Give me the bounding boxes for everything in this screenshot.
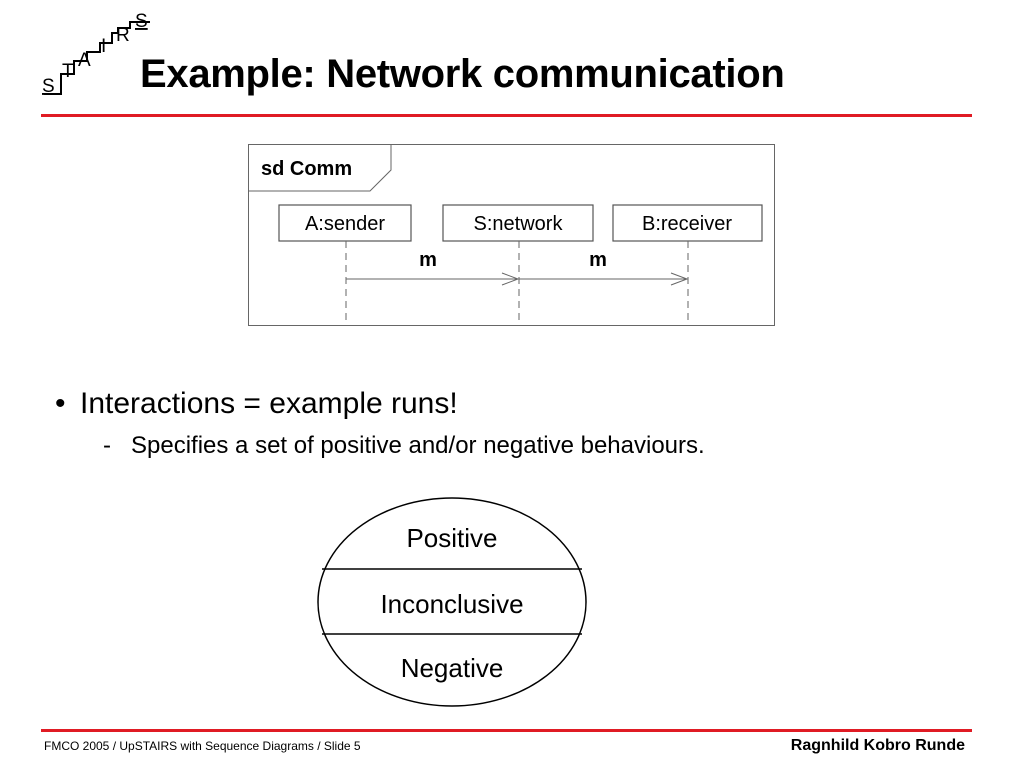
- bullet-dot: •: [55, 387, 66, 420]
- bullet-list: • Interactions = example runs! - Specifi…: [55, 384, 705, 461]
- bullet-item: • Interactions = example runs!: [55, 384, 705, 424]
- logo-letter-t: T: [62, 61, 74, 82]
- message-arrowhead-2: [670, 272, 689, 286]
- logo-letter-r: R: [116, 25, 130, 46]
- sd-frame-label-pentagon: [248, 144, 392, 192]
- footer-author: Ragnhild Kobro Runde: [790, 737, 965, 754]
- staircase-line: [44, 21, 150, 95]
- sequence-diagram: sd Comm A:sender S:network B:receiver m …: [248, 144, 775, 326]
- message-label-1: m: [419, 249, 437, 271]
- lifeline-head-receiver: [612, 204, 763, 242]
- region-positive: Positive: [406, 523, 497, 553]
- logo-letter-i: I: [101, 36, 106, 57]
- lifeline-label-network: S:network: [474, 213, 564, 235]
- title-divider: [41, 114, 972, 117]
- ellipse-outline: [317, 497, 587, 707]
- lifeline-label-receiver: B:receiver: [642, 213, 732, 235]
- lifeline-head-network: [442, 204, 594, 242]
- region-inconclusive: Inconclusive: [380, 589, 523, 619]
- sub-bullet-dash: -: [103, 432, 111, 459]
- lifeline-head-sender: [278, 204, 412, 242]
- message-arrowhead-1: [501, 272, 520, 286]
- logo-letter-s1: S: [42, 76, 55, 97]
- message-label-2: m: [589, 249, 607, 271]
- region-negative: Negative: [401, 653, 504, 683]
- stairs-logo: S T A I R S: [42, 11, 150, 97]
- sub-bullet-item: - Specifies a set of positive and/or neg…: [103, 431, 705, 461]
- lifeline-label-sender: A:sender: [305, 213, 385, 235]
- logo-letter-a: A: [78, 50, 91, 71]
- footer-divider: [41, 729, 972, 732]
- slide-title: Example: Network communication: [140, 52, 785, 96]
- outcome-ellipse: Positive Inconclusive Negative: [317, 497, 587, 707]
- sd-frame-label: sd Comm: [261, 158, 352, 180]
- logo-letter-s2: S: [135, 11, 148, 32]
- bullet-text: Interactions = example runs!: [80, 387, 458, 420]
- footer-slide-info: FMCO 2005 / UpSTAIRS with Sequence Diagr…: [44, 739, 361, 753]
- sub-bullet-text: Specifies a set of positive and/or negat…: [131, 432, 705, 459]
